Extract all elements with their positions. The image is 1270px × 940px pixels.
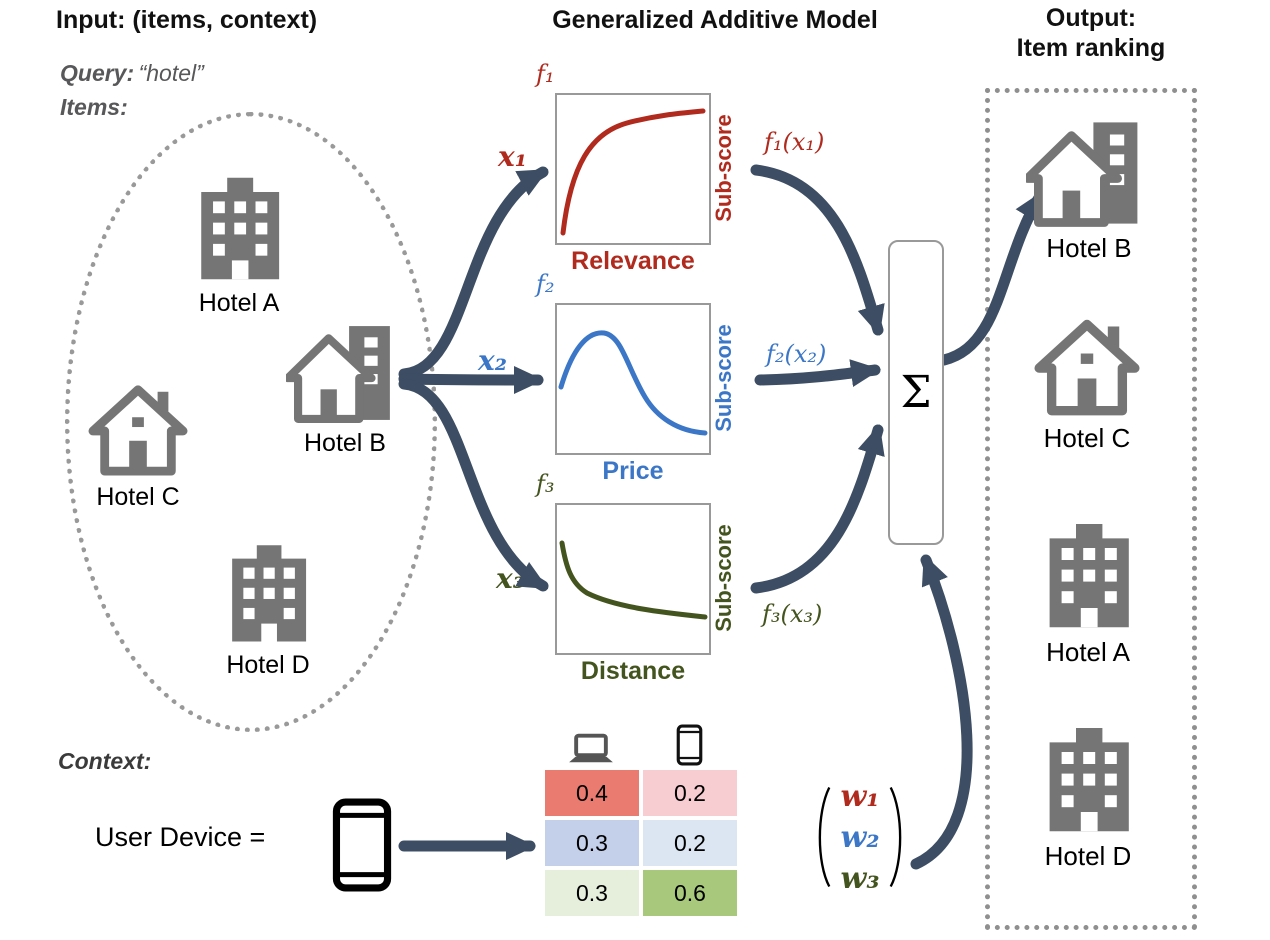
x3-label: x₃ bbox=[496, 562, 525, 595]
phone-icon bbox=[676, 724, 703, 766]
arrow-f1-to-sum bbox=[750, 164, 885, 336]
subscore-axis-label-1: Sub-score bbox=[711, 114, 736, 222]
f3-label: f₃ bbox=[536, 470, 555, 498]
hotel-name: Hotel A bbox=[1046, 637, 1130, 667]
building-icon bbox=[210, 534, 326, 646]
price-name: Price bbox=[602, 457, 664, 485]
query-value: “hotel” bbox=[138, 60, 204, 86]
f2x2-label: f₂(x₂) bbox=[766, 340, 827, 368]
sum-box: Σ bbox=[888, 240, 944, 545]
weight-column: w₁ w₂ w₃ bbox=[834, 776, 886, 899]
input-hotel-b: Hotel B bbox=[286, 322, 404, 458]
right-paren bbox=[889, 786, 902, 888]
output-hotel-d: Hotel D bbox=[1026, 716, 1150, 872]
left-paren bbox=[818, 786, 831, 888]
input-hotel-c: Hotel C bbox=[82, 380, 194, 512]
laptop-icon bbox=[566, 732, 616, 766]
query-line: Query: “hotel” bbox=[60, 60, 204, 87]
relevance-curve bbox=[560, 108, 706, 236]
phone-icon bbox=[330, 798, 394, 892]
context-label: Context: bbox=[58, 748, 152, 774]
house-icon bbox=[1028, 314, 1146, 418]
x2-label: x₂ bbox=[478, 344, 507, 377]
table-cell-r3c1: 0.3 bbox=[545, 870, 639, 916]
f3x3-label: f₃(x₃) bbox=[762, 600, 823, 628]
f1x1-label: f₁(x₁) bbox=[764, 128, 825, 156]
output-hotel-b: Hotel B bbox=[1026, 118, 1152, 264]
house-icon bbox=[82, 380, 194, 478]
query-label: Query: bbox=[60, 60, 135, 86]
table-cell-r3c2: 0.6 bbox=[643, 870, 737, 916]
price-curve bbox=[558, 330, 708, 436]
arrow-weights-to-sum bbox=[910, 554, 973, 870]
hotel-name: Hotel D bbox=[1044, 841, 1132, 871]
table-cell-r1c2: 0.2 bbox=[643, 770, 737, 816]
subscore-axis-label-2: Sub-score bbox=[711, 324, 736, 432]
subscore-axis-label-3: Sub-score bbox=[711, 524, 736, 632]
output-ranking-box bbox=[985, 88, 1197, 930]
house-building-icon bbox=[1026, 118, 1152, 228]
weight-vector: w₁ w₂ w₃ bbox=[812, 770, 908, 904]
user-device-label: User Device = bbox=[95, 822, 266, 852]
hotel-name: Hotel A bbox=[198, 289, 280, 317]
relevance-function-box bbox=[555, 93, 711, 245]
input-hotel-a: Hotel A bbox=[178, 166, 300, 318]
w3-label: w₃ bbox=[840, 860, 880, 896]
price-function-box bbox=[555, 303, 711, 455]
model-header: Generalized Additive Model bbox=[552, 6, 878, 34]
distance-function-box bbox=[555, 503, 711, 655]
input-header: Input: (items, context) bbox=[56, 6, 318, 34]
distance-curve bbox=[559, 540, 708, 620]
relevance-name: Relevance bbox=[571, 247, 695, 275]
f1-label: f₁ bbox=[536, 60, 555, 88]
table-cell-r2c2: 0.2 bbox=[643, 820, 737, 866]
output-header-line2: Item ranking bbox=[1016, 34, 1166, 62]
arrow-f2-to-sum bbox=[754, 359, 881, 387]
sigma-symbol: Σ bbox=[900, 367, 932, 418]
hotel-name: Hotel D bbox=[226, 651, 310, 679]
hotel-name: Hotel B bbox=[1046, 233, 1132, 263]
distance-name: Distance bbox=[580, 657, 686, 685]
building-icon bbox=[1026, 512, 1150, 632]
f2-label: f₂ bbox=[536, 270, 555, 298]
hotel-name: Hotel B bbox=[304, 429, 386, 457]
building-icon bbox=[1026, 716, 1150, 836]
table-cell-r2c1: 0.3 bbox=[545, 820, 639, 866]
house-building-icon bbox=[286, 322, 404, 424]
x1-label: x₁ bbox=[498, 140, 527, 173]
context-weight-table: 0.4 0.2 0.3 0.2 0.3 0.6 bbox=[545, 770, 737, 916]
hotel-name: Hotel C bbox=[96, 483, 180, 511]
output-header-line1: Output: bbox=[1045, 4, 1137, 32]
items-label: Items: bbox=[60, 94, 128, 120]
output-hotel-c: Hotel C bbox=[1028, 314, 1146, 454]
building-icon bbox=[178, 166, 300, 284]
w1-label: w₁ bbox=[840, 778, 880, 814]
input-hotel-d: Hotel D bbox=[210, 534, 326, 680]
w2-label: w₂ bbox=[840, 819, 880, 855]
output-hotel-a: Hotel A bbox=[1026, 512, 1150, 668]
hotel-name: Hotel C bbox=[1043, 423, 1131, 453]
arrow-f3-to-sum bbox=[750, 424, 885, 594]
table-cell-r1c1: 0.4 bbox=[545, 770, 639, 816]
